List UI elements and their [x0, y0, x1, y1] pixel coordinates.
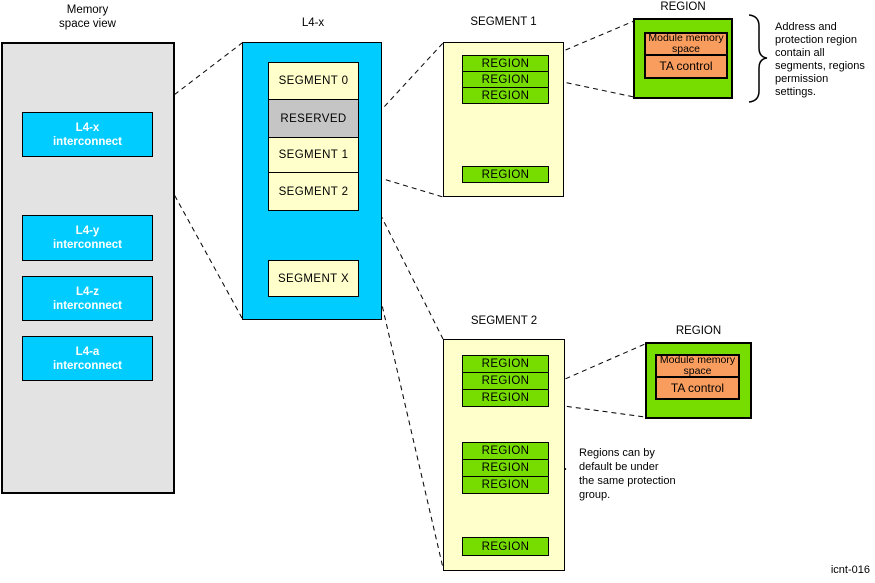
figure-id: icnt-016 — [830, 564, 870, 576]
region-label: REGION — [481, 462, 530, 474]
module-memory-space-label: Module memory space — [659, 354, 736, 377]
segment1-panel-title: SEGMENT 1 — [470, 16, 537, 28]
region-bar: REGION — [462, 71, 549, 88]
interconnect-label-line2: interconnect — [52, 359, 122, 372]
region-bar: REGION — [462, 459, 549, 477]
interconnect-label-line1: L4-z — [76, 285, 99, 298]
interconnect-label-line1: L4-a — [75, 345, 100, 358]
brace-region-top — [748, 14, 768, 103]
region-bottom-title: REGION — [675, 325, 722, 337]
segment2-box: SEGMENT 2 — [268, 172, 359, 211]
module-memory-space-label: Module memory space — [648, 32, 724, 55]
region-label: REGION — [481, 358, 530, 370]
region-bar: REGION — [462, 442, 549, 460]
ta-control-label: TA control — [670, 380, 725, 395]
interconnect-label-line2: interconnect — [52, 239, 122, 251]
interconnect-box-l4a: L4-a interconnect — [22, 336, 153, 381]
region-label: REGION — [481, 392, 530, 404]
reserved-label: RESERVED — [280, 112, 347, 125]
segmentx-label: SEGMENT X — [277, 272, 350, 285]
segment2-label: SEGMENT 2 — [278, 185, 349, 198]
segmentx-box: SEGMENT X — [268, 260, 359, 297]
region-label: REGION — [481, 168, 530, 181]
ta-control-label: TA control — [659, 59, 713, 73]
region-label: REGION — [481, 89, 530, 102]
region-label: REGION — [481, 445, 530, 457]
note-line: segments, regions — [775, 60, 865, 72]
segment0-box: SEGMENT 0 — [268, 62, 359, 100]
interconnect-box-l4y: L4-y interconnect — [22, 215, 153, 261]
region-bar: REGION — [462, 355, 549, 373]
memory-space-title-line2: space view — [59, 18, 116, 30]
note-line: permission — [775, 73, 829, 85]
interconnect-label-line2: interconnect — [52, 299, 122, 312]
segment0-label: SEGMENT 0 — [278, 75, 349, 87]
module-memory-space-box: Module memory space — [655, 354, 740, 378]
region-label: REGION — [481, 73, 530, 86]
note-line: Regions can by — [579, 447, 655, 459]
l4x-column-title: L4-x — [301, 17, 325, 29]
memory-space-panel — [1, 42, 175, 494]
note-address-protection: Address and protection region contain al… — [775, 21, 875, 99]
region-top-title: REGION — [660, 1, 706, 13]
memory-space-title-line1: Memory — [66, 4, 109, 16]
note-line: group. — [579, 489, 611, 501]
region-bar: REGION — [462, 55, 549, 72]
region-label: REGION — [481, 375, 530, 387]
region-bar: REGION — [462, 166, 549, 183]
region-label: REGION — [481, 540, 530, 553]
note-line: protection region — [775, 34, 857, 46]
region-label: REGION — [481, 479, 530, 491]
note-line: the same protection — [579, 475, 676, 487]
segment2-panel-title: SEGMENT 2 — [470, 315, 538, 327]
interconnect-box-l4x: L4-x interconnect — [22, 112, 153, 157]
note-line: contain all — [775, 47, 825, 59]
interconnect-label-line1: L4-y — [75, 225, 100, 237]
region-bar: REGION — [462, 537, 549, 556]
note-line: default be under — [579, 461, 659, 473]
note-line: settings. — [775, 86, 816, 98]
reserved-box: RESERVED — [268, 99, 359, 138]
interconnect-label-line2: interconnect — [52, 135, 122, 148]
memory-space-title: Memory space view — [25, 3, 150, 31]
segment1-box: SEGMENT 1 — [268, 137, 359, 173]
region-label: REGION — [481, 57, 530, 70]
region-bar: REGION — [462, 87, 549, 104]
region-bar: REGION — [462, 372, 549, 390]
ta-control-box: TA control — [644, 54, 728, 79]
region-bar: REGION — [462, 476, 549, 494]
segment1-label: SEGMENT 1 — [278, 149, 349, 161]
ta-control-box: TA control — [655, 376, 740, 400]
module-memory-space-box: Module memory space — [644, 32, 728, 56]
interconnect-box-l4z: L4-z interconnect — [22, 276, 153, 321]
interconnect-label-line1: L4-x — [75, 121, 100, 134]
region-bar: REGION — [462, 389, 549, 407]
note-line: Address and — [775, 21, 837, 33]
note-regions-protection-group: Regions can by default be under the same… — [579, 446, 699, 502]
dashed-connectors — [152, 20, 646, 569]
